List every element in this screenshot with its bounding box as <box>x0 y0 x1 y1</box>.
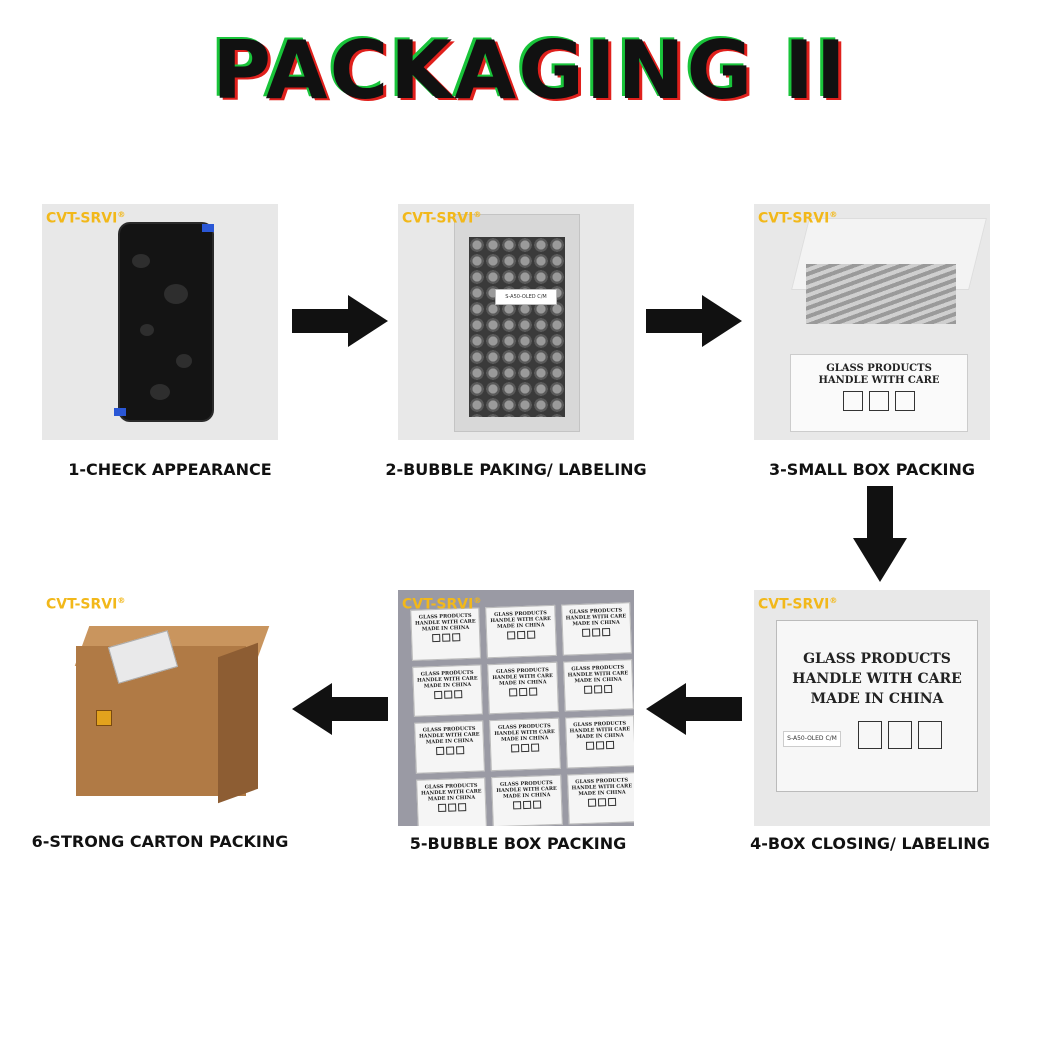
step-3-label: 3-SMALL BOX PACKING <box>769 460 975 479</box>
umbrella-icon <box>869 391 889 411</box>
page-title: PACKAGING II <box>212 24 848 117</box>
fragile-glass-icon <box>858 721 882 749</box>
box-text-line: HANDLE WITH CARE <box>792 671 962 687</box>
brand-logo: CVT-SRVI® <box>46 596 126 613</box>
umbrella-icon <box>888 721 912 749</box>
box-text-line: GLASS PRODUCTS <box>803 651 951 667</box>
box-text-line: GLASS PRODUCTS <box>826 363 932 374</box>
fragile-glass-icon <box>843 391 863 411</box>
step-4-label: 4-BOX CLOSING/ LABELING <box>750 834 990 853</box>
step-1-photo: CVT-SRVI® <box>42 204 278 440</box>
bag-label: S-A50-OLED C/M <box>495 289 557 305</box>
step-6-photo: CVT-SRVI® <box>42 590 278 826</box>
step-5-label: 5-BUBBLE BOX PACKING <box>409 834 627 853</box>
phone-screen <box>120 224 212 420</box>
brand-logo: CVT-SRVI® <box>758 596 838 613</box>
closed-box: GLASS PRODUCTS HANDLE WITH CARE MADE IN … <box>776 620 978 792</box>
bubble-bag: S-A50-OLED C/M <box>454 214 580 432</box>
step-6-label: 6-STRONG CARTON PACKING <box>31 832 289 851</box>
step-4-photo: CVT-SRVI® GLASS PRODUCTS HANDLE WITH CAR… <box>754 590 990 826</box>
no-stack-icon <box>895 391 915 411</box>
arrow-left-icon <box>292 683 388 735</box>
box-label: S-A50-OLED C/M <box>783 731 841 747</box>
box-text-line: HANDLE WITH CARE <box>818 375 940 386</box>
arrow-right-icon <box>292 295 388 347</box>
arrow-left-icon <box>646 683 742 735</box>
step-3-photo: CVT-SRVI® GLASS PRODUCTS HANDLE WITH CAR… <box>754 204 990 440</box>
box-text-line: MADE IN CHINA <box>810 691 944 707</box>
brand-logo: CVT-SRVI® <box>758 210 838 227</box>
brand-logo: CVT-SRVI® <box>402 596 482 613</box>
step-1-label: 1-CHECK APPEARANCE <box>68 460 272 479</box>
small-box: GLASS PRODUCTS HANDLE WITH CARE <box>790 354 968 432</box>
brand-logo: CVT-SRVI® <box>46 210 126 227</box>
arrow-down-icon <box>853 486 907 582</box>
step-2-label: 2-BUBBLE PAKING/ LABELING <box>385 460 647 479</box>
arrow-right-icon <box>646 295 742 347</box>
no-stack-icon <box>918 721 942 749</box>
step-2-photo: CVT-SRVI® S-A50-OLED C/M <box>398 204 634 440</box>
brand-logo: CVT-SRVI® <box>402 210 482 227</box>
warning-sticker-icon <box>96 710 112 726</box>
